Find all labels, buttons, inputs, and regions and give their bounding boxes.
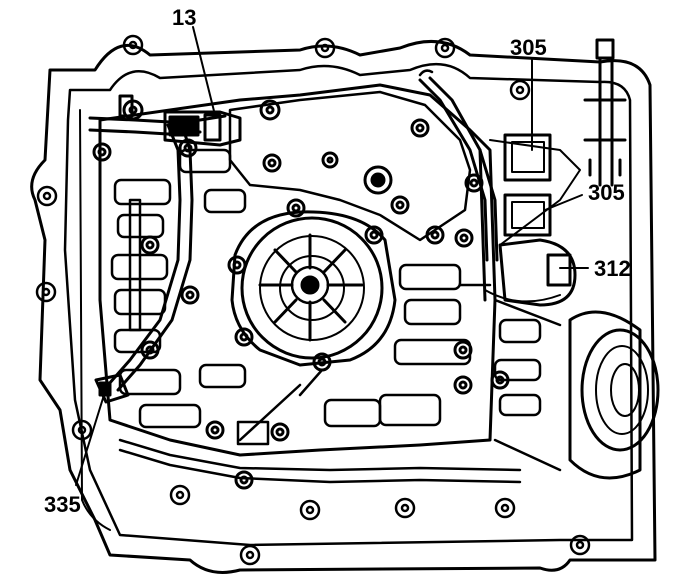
solenoid-assembly xyxy=(478,133,581,307)
leader-305-mid xyxy=(544,194,583,211)
valve-spools xyxy=(110,148,542,429)
valve-body xyxy=(98,83,497,457)
case-bolts xyxy=(35,34,591,566)
callout-335: 335 xyxy=(44,492,81,517)
callout-312: 312 xyxy=(594,256,631,281)
leader-lines xyxy=(75,26,589,486)
plug-detail xyxy=(236,283,492,446)
leader-335 xyxy=(75,394,105,486)
case-bore xyxy=(568,310,660,480)
callout-305-mid: 305 xyxy=(588,180,625,205)
transmission-case xyxy=(30,39,657,574)
callout-305-top: 305 xyxy=(510,35,547,60)
connector-13 xyxy=(163,110,242,147)
leader-13 xyxy=(192,26,216,116)
accumulator-cover xyxy=(230,210,397,367)
pan-rail xyxy=(118,298,562,484)
valve-body-bolts xyxy=(92,99,510,490)
wiring-harness xyxy=(88,69,499,392)
output-shaft xyxy=(583,38,627,187)
callout-13: 13 xyxy=(172,5,196,30)
